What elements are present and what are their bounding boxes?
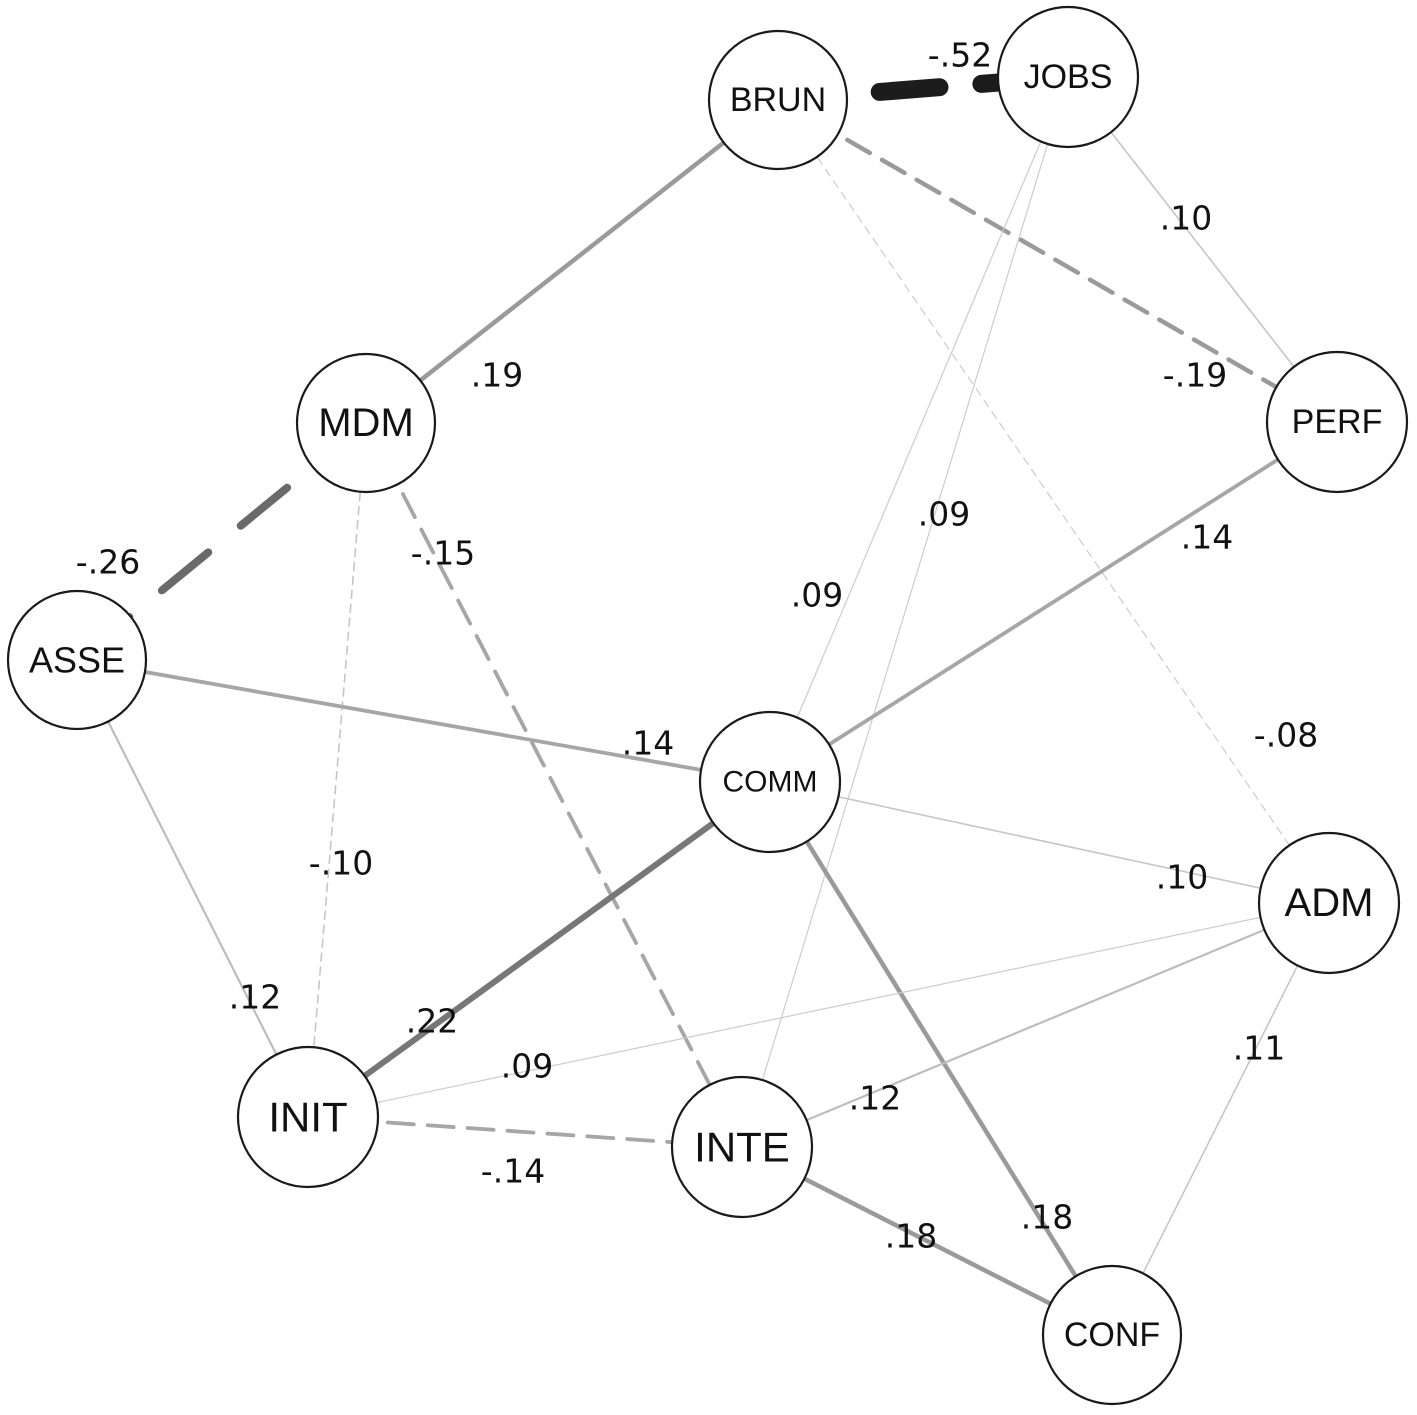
edge-asse-init [75,658,310,1119]
edge-label-mdm-asse: -.26 [76,543,140,582]
edge-brun-mdm [363,97,781,426]
edge-label-asse-init: .12 [229,978,281,1017]
node-label-mdm: MDM [318,401,414,445]
node-label-inte: INTE [694,1124,790,1171]
node-circle-jobs [996,5,1140,149]
node-label-asse: ASSE [29,640,125,681]
node-circle-perf [1265,350,1409,494]
edge-label-brun-adm: -.08 [1254,716,1318,755]
edge-comm-conf [767,779,1115,1338]
edge-adm-conf [1111,902,1330,1336]
edge-label-inte-conf: .18 [885,1217,937,1256]
node-label-adm: ADM [1285,881,1374,925]
node-circle-inte [670,1075,814,1219]
node-inte: INTE [670,1075,814,1219]
node-label-perf: PERF [1292,403,1383,441]
node-circle-init [236,1045,380,1189]
edge-label-brun-jobs: -.52 [928,36,992,75]
node-label-comm: COMM [723,766,818,799]
edge-label-adm-inte: .12 [849,1079,901,1118]
edge-comm-adm [769,781,1330,904]
edge-label-comm-conf: .18 [1021,1198,1073,1237]
node-circle-mdm [295,352,437,494]
node-label-conf: CONF [1064,1316,1160,1354]
edge-label-adm-init: .09 [501,1047,553,1086]
edge-mdm-inte [364,421,744,1149]
edge-jobs-inte [741,76,1069,1148]
edge-label-init-inte: -.14 [481,1152,545,1191]
edge-brun-adm [777,99,1330,904]
edge-label-perf-comm: .14 [1181,518,1233,557]
edge-mdm-init [307,422,367,1118]
edge-comm-init [305,779,773,1120]
node-circle-conf [1041,1264,1183,1406]
node-circle-asse [6,589,148,731]
edge-label-jobs-perf: .10 [1160,199,1212,238]
node-jobs: JOBS [996,5,1140,149]
edge-label-jobs-inte: .09 [918,495,970,534]
node-brun: BRUN [707,29,849,171]
edge-label-mdm-inte: -.15 [411,534,475,573]
node-circle-brun [707,29,849,171]
node-mdm: MDM [295,352,437,494]
edge-label-brun-perf: -.19 [1163,356,1227,395]
node-label-jobs: JOBS [1024,58,1113,96]
edge-label-comm-init: .22 [406,1002,458,1041]
edge-adm-inte [740,901,1331,1149]
edge-labels-layer: -.52 .19 -.19 -.08 .10 .09 .09 -.26 -.15 -.10 .14.… [76,36,1318,1256]
node-conf: CONF [1041,1264,1183,1406]
node-label-init: INIT [268,1094,347,1141]
node-comm: COMM [698,710,842,854]
node-circle-comm [698,710,842,854]
edge-label-mdm-init: -.10 [309,844,373,883]
node-init: INIT [236,1045,380,1189]
edge-brun-perf [775,97,1340,425]
nodes-layer: BRUN JOBS PERF MDM ASSE COMM ADM INIT INTE CONF [6,5,1409,1406]
edge-asse-comm [75,658,772,784]
edge-adm-init [307,902,1330,1118]
edge-label-asse-comm: .14 [622,724,674,763]
edge-jobs-perf [1067,76,1338,423]
node-adm: ADM [1257,831,1401,975]
edges-layer [73,68,1340,1338]
node-label-brun: BRUN [730,81,826,119]
node-perf: PERF [1265,350,1409,494]
edge-label-comm-adm: .10 [1156,858,1208,897]
edge-jobs-comm [769,76,1069,783]
node-asse: ASSE [6,589,148,731]
edge-label-adm-conf: .11 [1233,1029,1285,1068]
edge-label-brun-mdm: .19 [471,356,523,395]
edge-init-inte [306,1115,744,1149]
edge-label-jobs-comm: .09 [791,576,843,615]
edge-perf-comm [768,420,1339,784]
node-circle-adm [1257,831,1401,975]
